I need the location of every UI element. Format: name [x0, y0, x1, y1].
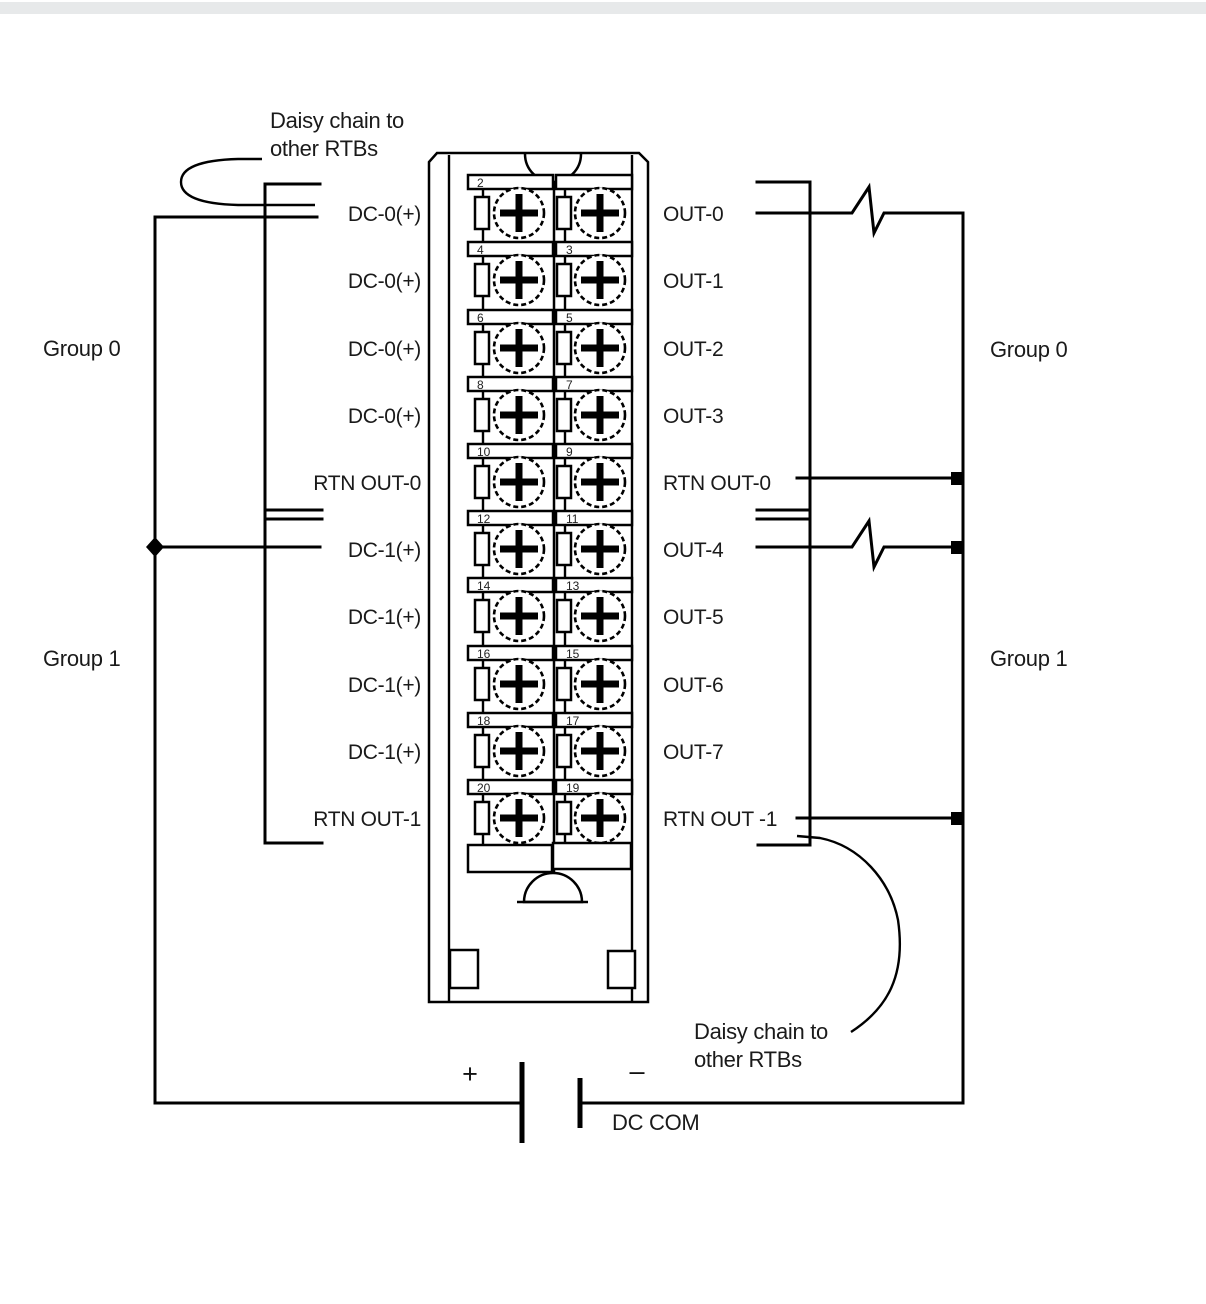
battery-minus-sign: – — [629, 1056, 644, 1086]
mounting-foot-right — [606, 949, 637, 990]
terminal-number: 4 — [477, 243, 484, 257]
daisy-chain-loop-bottom — [796, 834, 902, 1034]
junction-dot — [951, 541, 964, 554]
group-label-right-1: Group 1 — [990, 646, 1067, 671]
terminal-number: 19 — [566, 781, 580, 795]
daisy-chain-bottom-line1: Daisy chain to — [694, 1019, 828, 1044]
terminal-number: 15 — [566, 647, 580, 661]
terminal-row — [466, 442, 634, 509]
terminal-number: 5 — [566, 311, 573, 325]
terminal-number: 18 — [477, 714, 491, 728]
junction-dot — [146, 537, 164, 557]
keying-dome-bottom — [522, 871, 584, 904]
terminal-row — [466, 173, 634, 240]
terminal-label: RTN OUT-0 — [313, 472, 421, 495]
terminal-label: DC-1(+) — [348, 741, 421, 764]
terminal-label: OUT-7 — [663, 741, 723, 764]
terminal-label: DC-0(+) — [348, 405, 421, 428]
terminal-label: OUT-6 — [663, 674, 723, 697]
dc-com-label: DC COM — [612, 1110, 699, 1135]
terminal-label: DC-1(+) — [348, 606, 421, 629]
terminal-number: 7 — [566, 378, 573, 392]
terminal-labels-left: DC-0(+) DC-0(+) DC-0(+) DC-0(+) RTN OUT-… — [313, 203, 421, 831]
bottom-plate-right — [551, 841, 633, 871]
out4-load-wire — [755, 516, 965, 573]
terminal-labels-right: OUT-0 OUT-1 OUT-2 OUT-3 RTN OUT-0 OUT-4 … — [663, 203, 777, 831]
terminal-number: 17 — [566, 714, 580, 728]
terminal-block: 2 4 6 8 10 12 14 16 18 20 3 5 7 9 11 13 … — [427, 151, 650, 1004]
mounting-foot-left — [448, 948, 480, 990]
terminal-number: 2 — [477, 176, 484, 190]
terminal-row — [466, 711, 634, 778]
terminal-label: OUT-1 — [663, 270, 723, 293]
right-wiring — [580, 180, 965, 1105]
group-label-left-0: Group 0 — [43, 336, 120, 361]
terminal-row — [466, 375, 634, 442]
out0-load-wire — [580, 182, 965, 1105]
battery-symbol: + – DC COM — [462, 1056, 700, 1143]
terminal-label: OUT-0 — [663, 203, 723, 226]
terminal-row — [466, 644, 634, 711]
terminal-row — [466, 576, 634, 643]
terminal-label: RTN OUT-0 — [663, 472, 771, 495]
terminal-number: 9 — [566, 445, 573, 459]
battery-plus-sign: + — [462, 1059, 478, 1089]
daisy-chain-top-line2: other RTBs — [270, 136, 378, 161]
terminal-number: 12 — [477, 512, 491, 526]
terminal-label: DC-1(+) — [348, 674, 421, 697]
group-label-right-0: Group 0 — [990, 337, 1067, 362]
terminal-number: 10 — [477, 445, 491, 459]
terminal-number: 8 — [477, 378, 484, 392]
terminal-number: 14 — [477, 579, 491, 593]
terminal-number: 6 — [477, 311, 484, 325]
terminal-number: 20 — [477, 781, 491, 795]
junction-dot — [951, 812, 964, 825]
left-wiring — [146, 157, 523, 1105]
daisy-chain-top-line1: Daisy chain to — [270, 108, 404, 133]
terminal-label: DC-1(+) — [348, 539, 421, 562]
terminal-label: OUT-4 — [663, 539, 724, 562]
bottom-plate-left — [466, 843, 554, 874]
junction-dot — [951, 472, 964, 485]
terminal-number: 3 — [566, 243, 573, 257]
terminal-block-outline — [427, 151, 650, 1004]
terminal-label: DC-0(+) — [348, 203, 421, 226]
terminal-number: 11 — [566, 512, 579, 526]
group-label-left-1: Group 1 — [43, 646, 120, 671]
group-labels: Group 0 Group 1 Group 0 Group 1 — [43, 336, 1068, 671]
terminal-label: RTN OUT-1 — [313, 808, 421, 831]
terminal-row — [466, 308, 634, 375]
terminal-label: OUT-3 — [663, 405, 723, 428]
top-bar — [0, 2, 1206, 14]
terminal-number: 16 — [477, 647, 491, 661]
terminal-row — [466, 509, 634, 576]
terminal-label: OUT-2 — [663, 338, 723, 361]
terminal-row — [466, 240, 634, 307]
daisy-chain-loop-top — [179, 157, 315, 207]
terminal-label: RTN OUT -1 — [663, 808, 777, 831]
terminal-number: 13 — [566, 579, 580, 593]
daisy-chain-annotations: Daisy chain to other RTBs Daisy chain to… — [270, 108, 828, 1072]
terminal-row — [466, 778, 634, 845]
terminal-label: OUT-5 — [663, 606, 723, 629]
supply-positive-rail — [153, 215, 523, 1105]
terminal-label: DC-0(+) — [348, 338, 421, 361]
daisy-chain-bottom-line2: other RTBs — [694, 1047, 802, 1072]
terminal-label: DC-0(+) — [348, 270, 421, 293]
